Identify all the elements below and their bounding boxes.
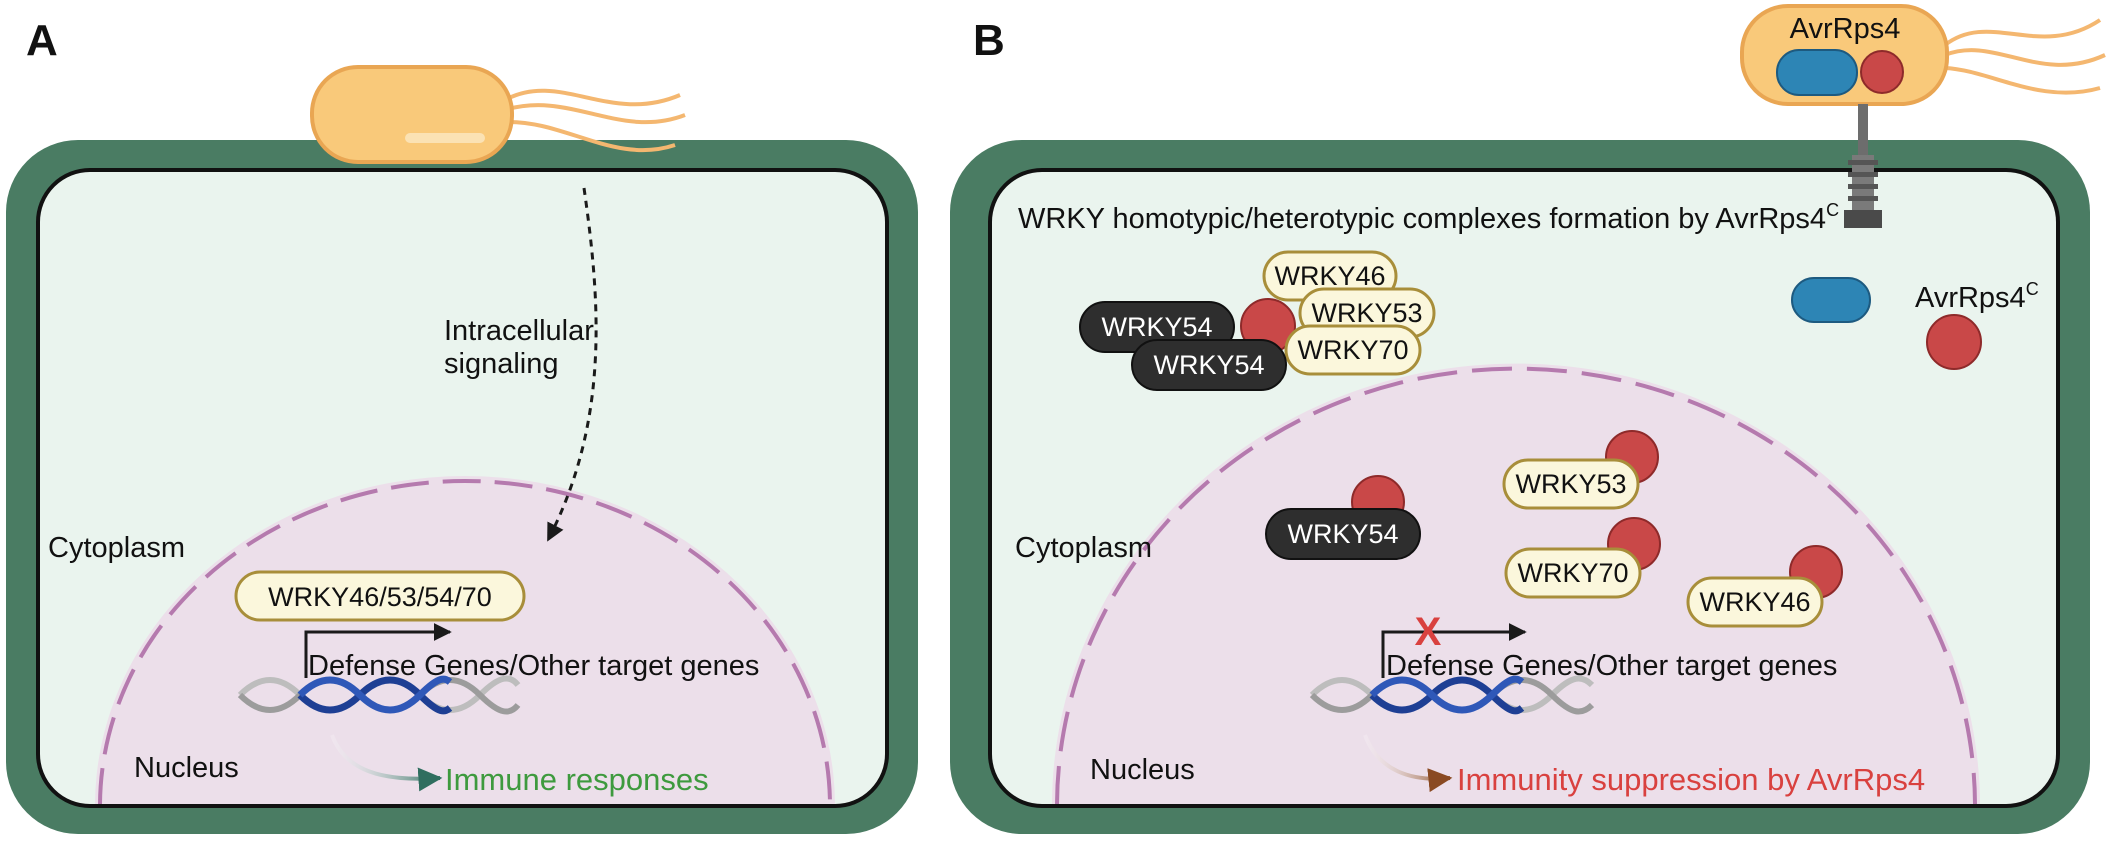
svg-text:WRKY46: WRKY46 xyxy=(1274,261,1385,291)
svg-text:WRKY54: WRKY54 xyxy=(1153,350,1264,380)
wrky54-bottom-pill: WRKY54 xyxy=(1131,339,1287,391)
svg-text:WRKY70: WRKY70 xyxy=(1517,558,1628,588)
panel-b-nucleus-label: Nucleus xyxy=(1090,754,1195,786)
panel-a-letter: A xyxy=(26,16,58,65)
wrky-combined-label: WRKY46/53/54/70 xyxy=(268,582,492,612)
wrky-combined-pill: WRKY46/53/54/70 xyxy=(234,570,526,622)
svg-text:WRKY53: WRKY53 xyxy=(1311,298,1422,328)
panel-b-promoter-arrow xyxy=(1381,623,1527,678)
effector-label: AvrRps4 xyxy=(1790,13,1901,45)
nuclear-wrky70: WRKY70 xyxy=(1504,517,1661,599)
blocked-mark: X xyxy=(1415,610,1442,654)
wrky-complex: WRKY54 WRKY46 WRKY53 WRKY70 WRKY54 xyxy=(1079,250,1436,391)
nuclear-wrky53: WRKY53 xyxy=(1502,430,1659,510)
panel-a-nucleus-label: Nucleus xyxy=(134,752,239,784)
panel-a: A Intracellular signaling Cytoplasm Nucl… xyxy=(6,16,918,834)
panel-a-bacterium xyxy=(310,65,686,164)
svg-text:WRKY54: WRKY54 xyxy=(1101,312,1212,342)
panel-a-dna xyxy=(237,675,521,715)
panel-a-genes-label: Defense Genes/Other target genes xyxy=(308,650,759,682)
avrc-label: AvrRps4C xyxy=(1915,279,2039,314)
panel-b-cytoplasm-label: Cytoplasm xyxy=(1015,532,1152,564)
signaling-label-line1: Intracellular xyxy=(444,315,594,347)
signaling-label-line2: signaling xyxy=(444,348,558,380)
wrky70-pill: WRKY70 xyxy=(1284,324,1422,376)
immune-response-arrow xyxy=(330,734,443,792)
panel-a-promoter-arrow xyxy=(304,623,452,678)
immune-responses-label: Immune responses xyxy=(445,762,709,797)
panel-b-genes-label: Defense Genes/Other target genes xyxy=(1386,650,1837,682)
signaling-arrow xyxy=(546,187,598,542)
panel-b-letter: B xyxy=(973,16,1005,65)
panel-b-bacterium: AvrRps4 xyxy=(1740,4,2106,106)
panel-a-nucleus xyxy=(95,476,835,804)
avrc-free xyxy=(1926,314,1982,370)
suppression-arrow xyxy=(1363,734,1453,793)
avr-n-terminal xyxy=(1791,277,1871,323)
svg-text:WRKY54: WRKY54 xyxy=(1287,519,1398,549)
secretion-system xyxy=(1844,104,1882,228)
immunity-suppression-label: Immunity suppression by AvrRps4 xyxy=(1457,762,1925,797)
svg-text:WRKY70: WRKY70 xyxy=(1297,335,1408,365)
nuclear-wrky54: WRKY54 xyxy=(1265,475,1421,560)
panel-b-dna xyxy=(1309,675,1595,715)
panel-b: B AvrRps4 WRKY homotypic/heter xyxy=(950,4,2106,834)
complex-title: WRKY homotypic/heterotypic complexes for… xyxy=(1018,200,1839,235)
panel-a-cytoplasm-label: Cytoplasm xyxy=(48,532,185,564)
svg-text:WRKY46: WRKY46 xyxy=(1699,587,1810,617)
svg-text:WRKY53: WRKY53 xyxy=(1515,469,1626,499)
nuclear-wrky46: WRKY46 xyxy=(1686,545,1843,628)
